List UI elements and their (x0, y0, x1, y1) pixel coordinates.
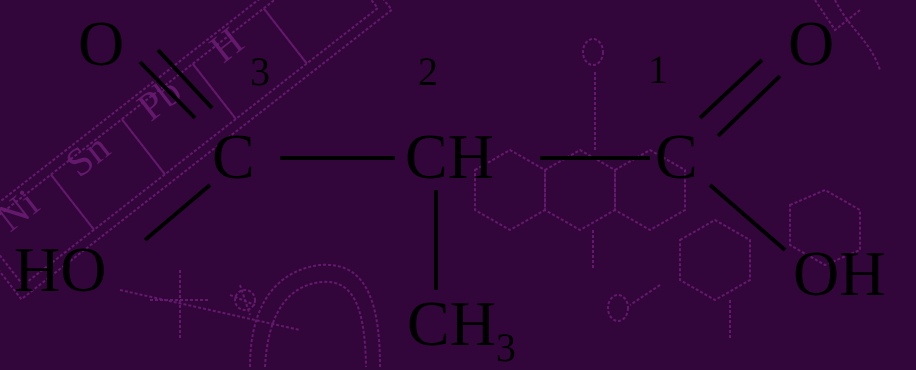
bond-c3-ho (143, 183, 212, 242)
atom-oh: OH (793, 238, 886, 309)
double-bond-c3-o-1 (138, 60, 197, 120)
atom-o-left: O (78, 8, 125, 79)
atom-ch3: CH3 (407, 292, 516, 368)
molecule-outline (474, 0, 881, 340)
carbon-number-1: 1 (648, 47, 668, 92)
double-bond-c1-o-2 (716, 74, 782, 138)
atom-ch: CH (405, 121, 494, 192)
bond-c1-oh (708, 183, 787, 252)
atom-ho: HO (14, 234, 107, 305)
carbon-number-3: 3 (250, 49, 270, 94)
periodic-strip (0, 0, 394, 301)
carbon-number-2: 2 (418, 49, 438, 94)
atom-ch3-main: CH (407, 288, 496, 359)
apparatus-outline (119, 263, 381, 367)
double-bond-c3-o-2 (156, 48, 214, 110)
atom-c1: C (655, 121, 698, 192)
double-bond-c1-o-1 (698, 58, 764, 120)
atom-c3: C (212, 121, 255, 192)
atom-ch3-subscript: 3 (495, 325, 516, 370)
atom-o-right: O (788, 8, 835, 79)
